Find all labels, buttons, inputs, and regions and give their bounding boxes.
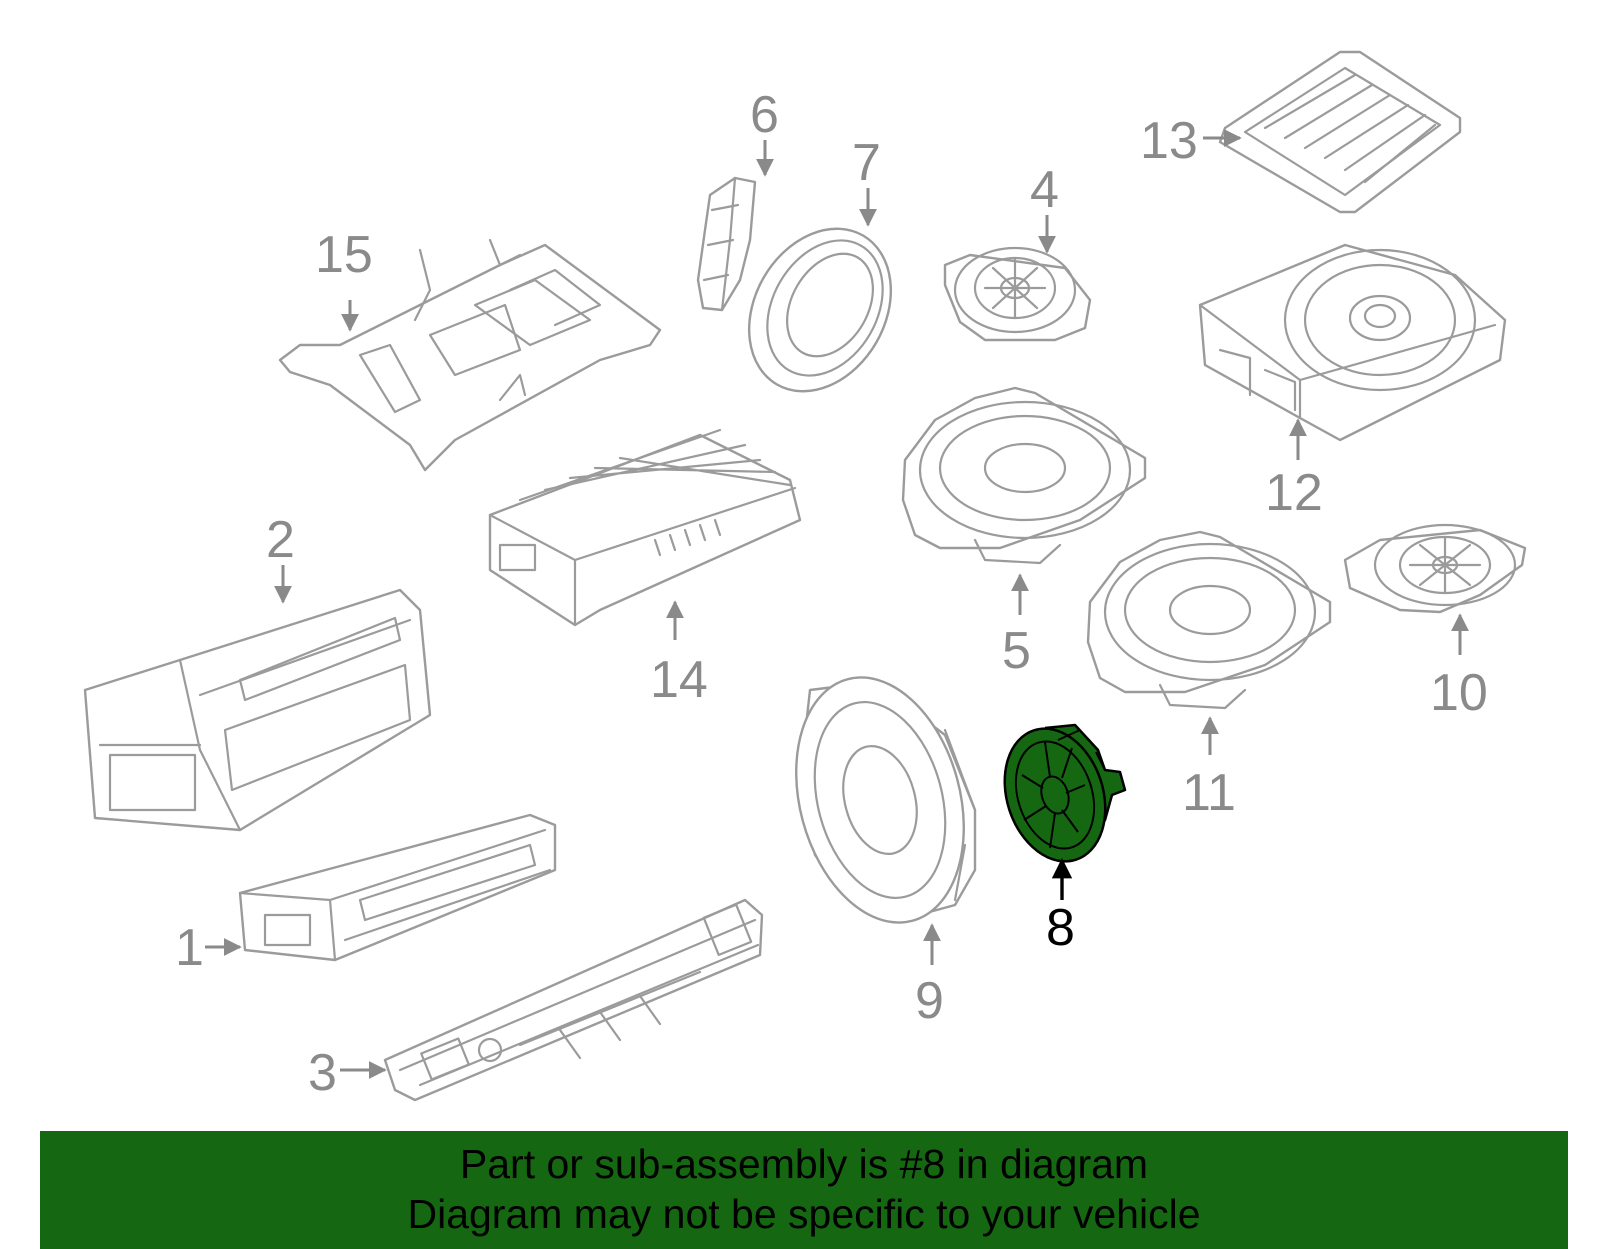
banner-line-2: Diagram may not be specific to your vehi… xyxy=(407,1191,1201,1237)
banner-line-1: Part or sub-assembly is #8 in diagram xyxy=(459,1141,1149,1187)
part-4-small-speaker[interactable] xyxy=(943,246,1092,342)
label-3: 3 xyxy=(308,1044,337,1102)
label-13: 13 xyxy=(1140,112,1198,170)
label-5: 5 xyxy=(1002,622,1031,680)
part-11-speaker[interactable] xyxy=(1086,530,1332,710)
label-9: 9 xyxy=(915,972,944,1030)
label-10: 10 xyxy=(1430,664,1488,722)
part-labels: 15 6 7 4 13 12 2 14 5 10 11 9 1 3 8 xyxy=(175,86,1488,1102)
info-banner: Part or sub-assembly is #8 in diagram Di… xyxy=(40,1131,1568,1249)
part-10-tweeter[interactable] xyxy=(1343,523,1527,614)
label-8-highlighted: 8 xyxy=(1046,899,1075,957)
part-14-amplifier[interactable] xyxy=(488,428,802,627)
part-15-bracket[interactable] xyxy=(278,238,662,472)
part-1-radio[interactable] xyxy=(238,813,557,962)
part-8-tweeter-highlighted[interactable] xyxy=(988,715,1127,874)
part-5-speaker[interactable] xyxy=(901,386,1147,565)
label-7: 7 xyxy=(852,134,881,192)
label-6: 6 xyxy=(750,86,779,144)
label-11: 11 xyxy=(1182,764,1236,822)
callout-arrows xyxy=(205,129,1469,1079)
label-2: 2 xyxy=(266,511,295,569)
part-3-control-panel[interactable] xyxy=(383,898,764,1102)
label-14: 14 xyxy=(650,651,708,709)
label-15: 15 xyxy=(315,226,373,284)
label-12: 12 xyxy=(1265,464,1323,522)
label-4: 4 xyxy=(1030,161,1059,219)
part-6-tweeter-cover[interactable] xyxy=(696,176,757,312)
part-7-speaker-ring[interactable] xyxy=(721,203,920,417)
part-9-large-speaker[interactable] xyxy=(770,659,989,942)
part-2-head-unit[interactable] xyxy=(83,588,432,832)
part-13-grille[interactable] xyxy=(1218,50,1462,214)
label-1: 1 xyxy=(175,919,204,977)
part-12-subwoofer[interactable] xyxy=(1198,243,1507,442)
